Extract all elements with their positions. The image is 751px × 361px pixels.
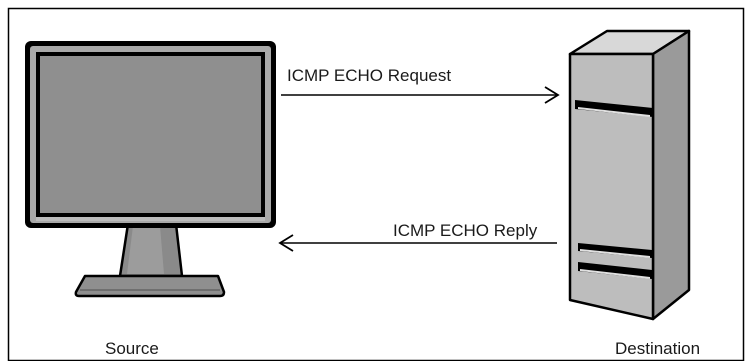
destination-label: Destination — [615, 339, 701, 358]
monitor-icon — [25, 41, 276, 298]
source-label: Source — [105, 339, 159, 358]
reply-label: ICMP ECHO Reply — [393, 221, 538, 240]
server-tower-icon — [568, 29, 691, 321]
request-arrow — [281, 86, 560, 104]
request-label: ICMP ECHO Request — [287, 66, 452, 85]
reply-arrow — [278, 234, 557, 252]
